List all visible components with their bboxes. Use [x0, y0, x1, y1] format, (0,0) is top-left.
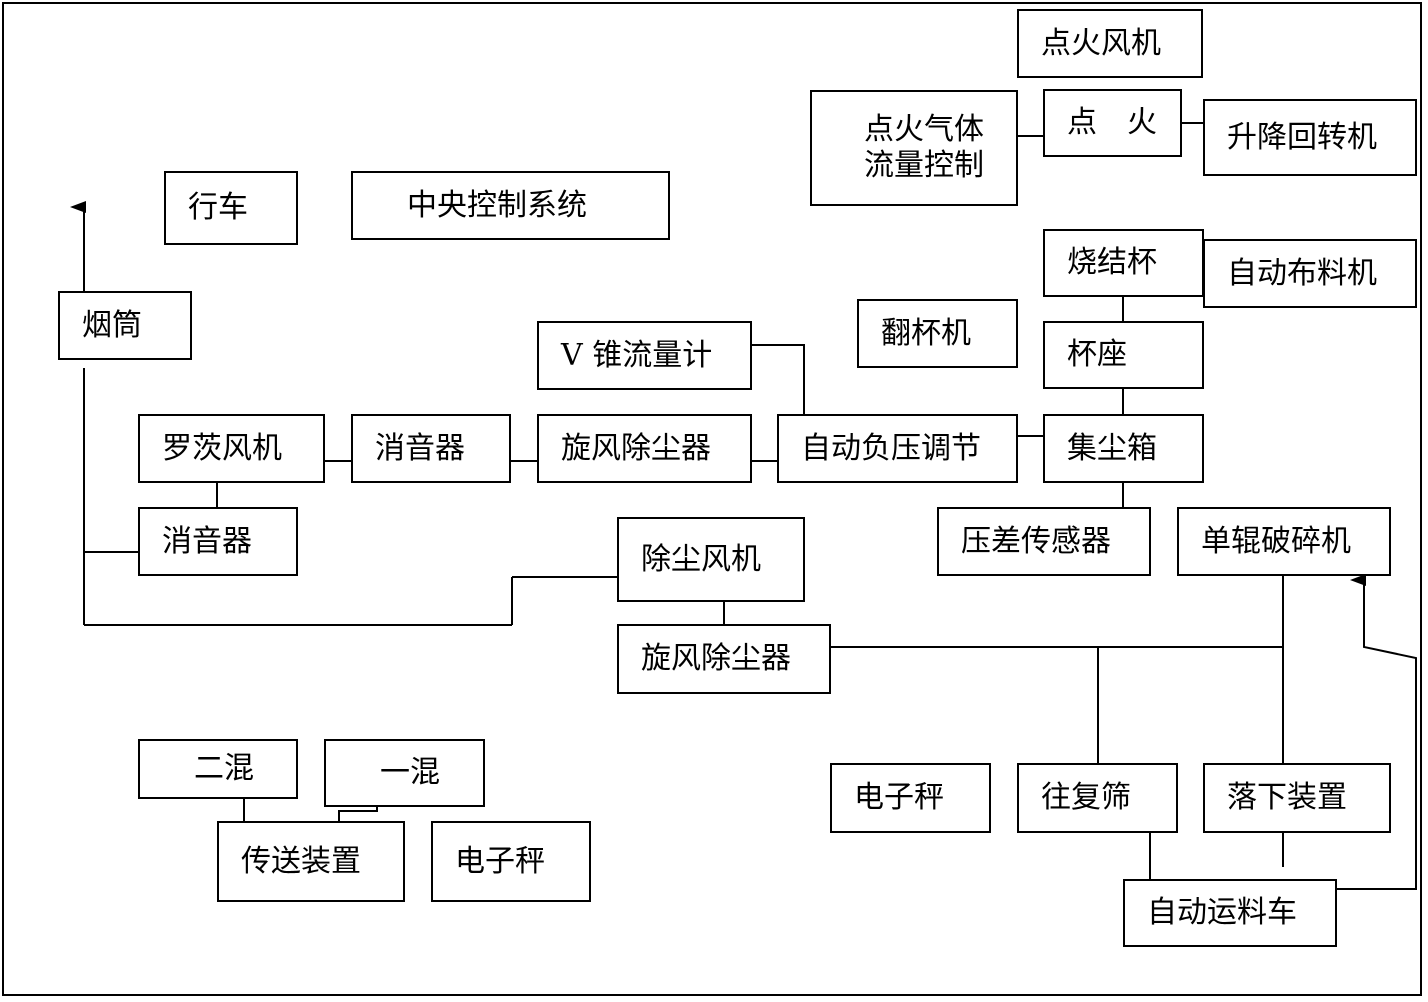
node-label: 烧结杯 [1067, 245, 1157, 280]
node-label: V 锥流量计 [561, 337, 713, 373]
node-silencer-2: 消音器 [138, 507, 298, 576]
node-single-roll-crusher: 单辊破碎机 [1177, 507, 1391, 576]
node-label: 自动布料机 [1227, 255, 1377, 291]
node-label: 单辊破碎机 [1201, 523, 1351, 559]
node-mixer-1: 一混 [324, 739, 485, 807]
node-drop-device: 落下装置 [1203, 763, 1391, 833]
node-label: 落下装置 [1227, 780, 1347, 815]
node-label: 消音器 [162, 523, 252, 559]
node-silencer-1: 消音器 [351, 414, 511, 483]
node-label: 除尘风机 [641, 541, 761, 577]
node-conveyor: 传送装置 [217, 821, 405, 902]
node-mixer-2: 二混 [138, 739, 298, 799]
node-label: 往复筛 [1041, 780, 1131, 815]
node-label: 电子秤 [455, 843, 545, 879]
node-label: 集尘箱 [1067, 430, 1157, 466]
node-scale-1: 电子秤 [431, 821, 591, 902]
node-scale-2: 电子秤 [830, 763, 991, 833]
node-label: 旋风除尘器 [561, 430, 711, 466]
node-reciprocating-screen: 往复筛 [1017, 763, 1178, 833]
node-label: 一混 [380, 755, 440, 790]
node-cyclone-1: 旋风除尘器 [537, 414, 752, 483]
node-ignition: 点 火 [1043, 89, 1182, 157]
node-cyclone-2: 旋风除尘器 [617, 624, 831, 694]
node-label: 二混 [194, 751, 254, 786]
node-label: 旋风除尘器 [641, 641, 791, 676]
node-crane: 行车 [164, 171, 298, 245]
node-cup-seat: 杯座 [1043, 321, 1204, 389]
node-diff-pressure-sensor: 压差传感器 [937, 507, 1151, 576]
node-v-cone-flowmeter: V 锥流量计 [537, 321, 752, 390]
node-label: 杯座 [1067, 337, 1127, 372]
node-label: 中央控制系统 [407, 187, 587, 223]
node-ignition-fan: 点火风机 [1017, 9, 1203, 78]
node-label: 点 火 [1067, 105, 1157, 140]
node-label: 罗茨风机 [162, 430, 282, 466]
node-label: 消音器 [375, 430, 465, 466]
node-label: 点火风机 [1041, 25, 1161, 61]
node-dust-fan: 除尘风机 [617, 517, 805, 602]
node-label: 传送装置 [241, 843, 361, 879]
node-label: 升降回转机 [1227, 119, 1377, 155]
node-label: 点火气体 流量控制 [864, 112, 984, 183]
node-auto-feeder: 自动布料机 [1203, 239, 1417, 308]
node-sinter-cup: 烧结杯 [1043, 229, 1204, 297]
node-label: 自动负压调节 [801, 430, 981, 466]
node-cup-turner: 翻杯机 [857, 299, 1018, 368]
node-label: 压差传感器 [961, 523, 1111, 559]
node-label: 电子秤 [854, 780, 944, 815]
node-label: 翻杯机 [881, 315, 971, 351]
node-chimney: 烟筒 [58, 291, 192, 360]
flowmeter-link-line [751, 344, 805, 414]
node-label: 行车 [188, 190, 248, 225]
node-ignition-gas-flow-control: 点火气体 流量控制 [810, 90, 1018, 206]
node-auto-transport-car: 自动运料车 [1123, 879, 1337, 947]
node-dust-box: 集尘箱 [1043, 414, 1204, 483]
node-roots-blower: 罗茨风机 [138, 414, 325, 483]
node-label: 自动运料车 [1147, 895, 1297, 930]
node-label: 烟筒 [82, 307, 142, 343]
node-central-control: 中央控制系统 [351, 171, 670, 240]
car-return-line [1336, 574, 1417, 890]
node-lifting-rotator: 升降回转机 [1203, 99, 1417, 176]
node-auto-pressure-adjust: 自动负压调节 [777, 414, 1018, 483]
